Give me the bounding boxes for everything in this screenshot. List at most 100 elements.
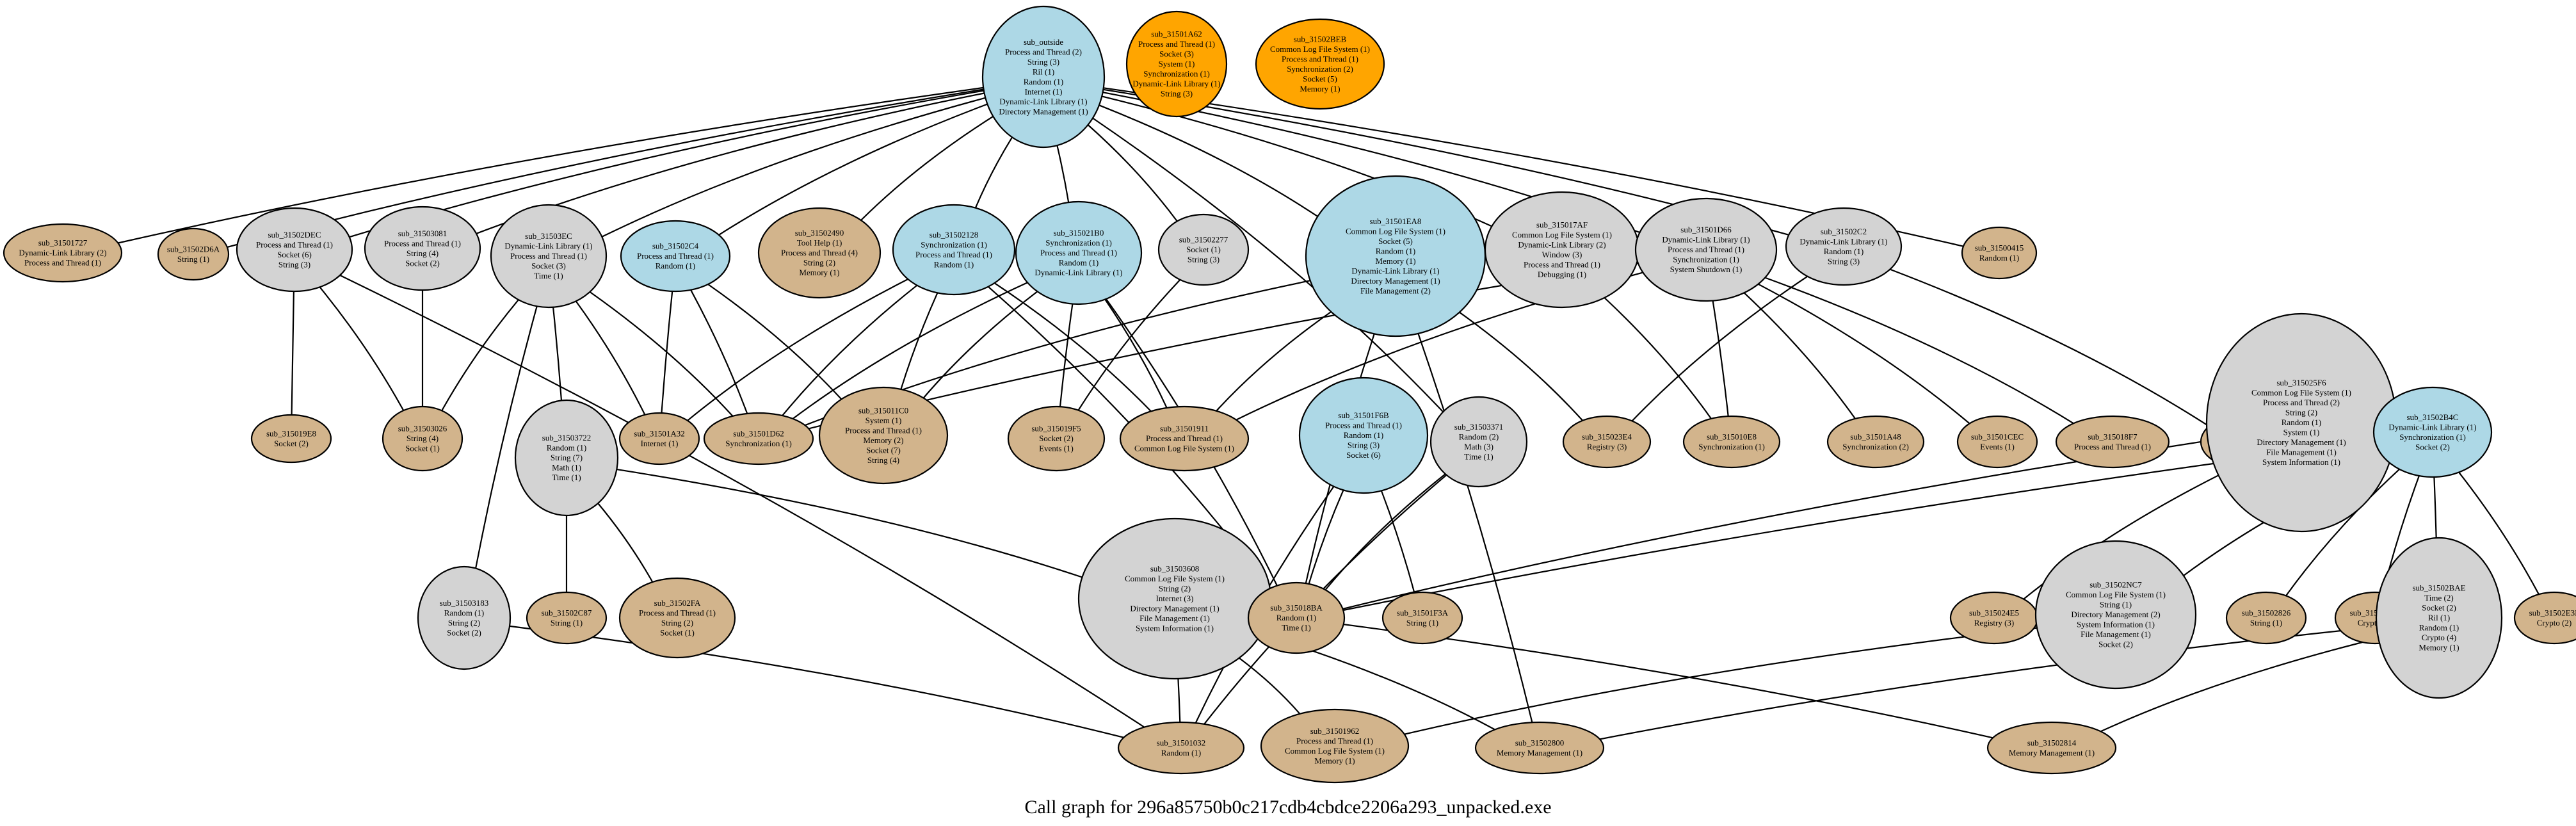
edge-sub_outside-to-sub_315021B0 <box>1056 145 1070 203</box>
node-title: sub_31501962 <box>1310 726 1360 736</box>
edge-sub_31501D66-to-sub_31501A48 <box>1743 292 1856 419</box>
node-api-count: Memory (1) <box>2419 643 2459 652</box>
edge-sub_315025F6-to-sub_315018BA <box>1342 440 2209 610</box>
node-api-count: Random (1) <box>1024 77 1063 86</box>
edge-sub_31502128-to-sub_31501911 <box>994 282 1152 412</box>
node-api-count: Common Log File System (1) <box>1285 746 1385 756</box>
node-ellipse <box>1474 721 1605 775</box>
edge-sub_31503722-to-sub_31503608 <box>616 469 1083 578</box>
node-api-count: Common Log File System (1) <box>1125 574 1225 583</box>
node-api-count: String (3) <box>278 259 310 269</box>
node-api-count: Socket (1) <box>1186 245 1221 254</box>
node-api-count: Events (1) <box>1980 442 2015 451</box>
node-title: sub_31503722 <box>542 433 592 442</box>
node-title: sub_31502490 <box>795 228 844 238</box>
edge-sub_31502277-to-sub_315019F5 <box>1077 279 1181 411</box>
node-api-count: String (3) <box>1348 441 1380 450</box>
node-api-count: System (1) <box>865 416 902 425</box>
node-title: sub_31502826 <box>2242 608 2291 617</box>
node-title: sub_31503371 <box>1454 422 1504 432</box>
edge-sub_31502C4-to-sub_31501D62 <box>690 289 748 414</box>
node-ellipse <box>1247 581 1346 654</box>
node-api-count: Process and Thread (2) <box>1005 47 1082 56</box>
edge-sub_31502128-to-sub_31501A32 <box>687 279 908 421</box>
node-api-count: Socket (2) <box>274 439 309 448</box>
node-title: sub_31503EC <box>525 231 572 241</box>
node-api-count: Synchronization (1) <box>2399 432 2466 442</box>
node-api-count: Common Log File System (1) <box>1346 226 1445 236</box>
node-title: sub_315019F5 <box>1031 424 1081 433</box>
node-title: sub_31501D62 <box>733 428 784 438</box>
node-api-count: Directory Management (1) <box>1351 276 1440 286</box>
node-title: sub_31500415 <box>1975 243 2024 252</box>
edge-sub_31501EA8-to-sub_31501911 <box>1216 311 1332 412</box>
node-api-count: Socket (5) <box>1303 74 1337 83</box>
edge-sub_31503608-to-sub_31501032 <box>1177 678 1181 723</box>
node-api-count: Random (1) <box>2282 417 2321 427</box>
node-ellipse <box>1255 18 1385 110</box>
node-api-count: String (1) <box>2100 600 2132 610</box>
node-api-count: Synchronization (1) <box>1045 238 1112 248</box>
node-title: sub_31502800 <box>1515 738 1565 747</box>
node-api-count: Process and Thread (1) <box>510 251 587 261</box>
edge-sub_31502C4-to-sub_31501A32 <box>661 291 673 414</box>
node-ellipse <box>1119 405 1250 472</box>
node-ellipse <box>757 207 881 299</box>
edge-sub_31503722-to-sub_31502FA <box>597 503 654 583</box>
node-api-count: Math (3) <box>1464 442 1493 451</box>
node-api-count: System Information (1) <box>2262 457 2340 467</box>
node-api-count: Memory (2) <box>863 435 903 445</box>
